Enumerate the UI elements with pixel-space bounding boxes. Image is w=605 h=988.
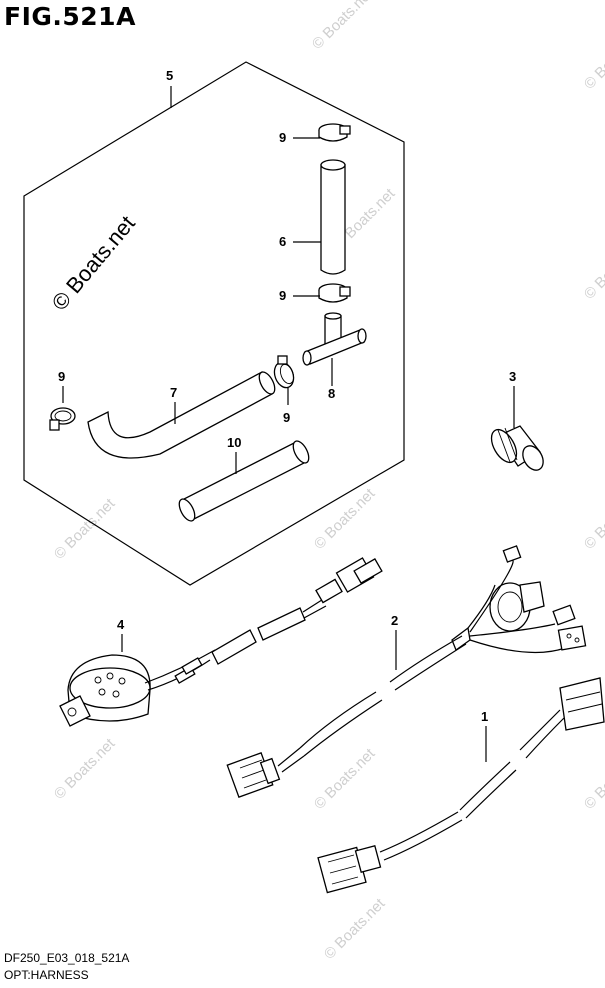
callout-9-middle: 9 <box>279 288 286 303</box>
callout-4: 4 <box>117 617 125 632</box>
hose-clamp-right <box>273 355 295 389</box>
harness-2 <box>226 545 587 798</box>
watermark: © Boats.net <box>581 485 605 553</box>
kit-box-outline <box>23 61 405 586</box>
callout-6: 6 <box>279 234 286 249</box>
callout-1: 1 <box>481 709 488 724</box>
plug-3 <box>490 425 544 471</box>
straight-hose-6 <box>320 159 346 275</box>
callout-9-right: 9 <box>283 410 290 425</box>
callout-labels: 5 9 6 9 9 7 8 9 10 3 4 2 1 <box>58 68 516 724</box>
hose-clamp-top <box>318 123 351 142</box>
callout-10: 10 <box>227 435 241 450</box>
sensor-harness-4 <box>59 557 383 727</box>
bent-hose-7 <box>87 371 276 459</box>
callout-7: 7 <box>170 385 177 400</box>
watermark: © Boats.net <box>311 745 379 813</box>
figure-title: FIG.521A <box>4 2 136 31</box>
watermark: © Boats.net <box>581 25 605 93</box>
callout-9-top: 9 <box>279 130 286 145</box>
diagram-caption: OPT:HARNESS <box>4 968 89 982</box>
callout-3: 3 <box>509 369 516 384</box>
callout-9-left: 9 <box>58 369 65 384</box>
callout-5: 5 <box>166 68 173 83</box>
t-joint-8 <box>302 312 367 366</box>
straight-hose-10 <box>178 440 310 522</box>
watermark: © Boats.net <box>581 745 605 813</box>
watermark: © Boats.net <box>581 235 605 303</box>
harness-1 <box>317 677 605 894</box>
watermark-main: © Boats.net <box>47 211 140 315</box>
callout-2: 2 <box>391 613 398 628</box>
hose-clamp-middle <box>318 283 351 303</box>
leader-lines <box>62 86 515 762</box>
watermark: © Boats.net <box>51 495 119 563</box>
watermark-layer: © Boats.net © Boats.net © Boats.net © Bo… <box>51 0 605 963</box>
callout-8: 8 <box>328 386 335 401</box>
watermark: © Boats.net <box>309 0 377 53</box>
diagram-code: DF250_E03_018_521A <box>4 951 130 965</box>
watermark: © Boats.net <box>51 735 119 803</box>
hose-clamp-left <box>49 407 76 431</box>
watermark: © Boats.net <box>321 895 389 963</box>
